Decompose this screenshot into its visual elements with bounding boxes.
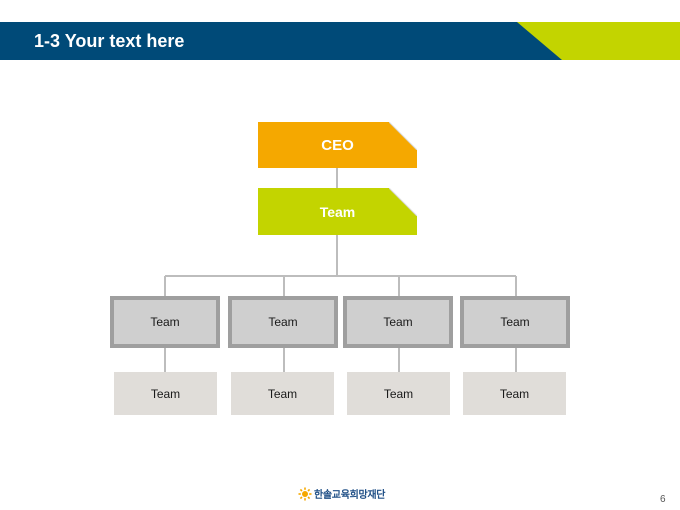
team-box: Team <box>343 296 453 348</box>
corner-fold-icon <box>389 122 417 150</box>
foundation-logo: 한솔교육희망재단 <box>298 486 386 501</box>
sub-team-label: Team <box>499 386 530 401</box>
slide-title: 1-3 Your text here <box>34 31 185 51</box>
team-box: Team <box>228 296 338 348</box>
sub-team-box: Team <box>231 372 334 415</box>
ceo-box: CEO <box>258 122 417 168</box>
lead-team-label: Team <box>319 203 356 220</box>
ceo-label: CEO <box>321 136 354 154</box>
lead-team-box: Team <box>258 188 417 235</box>
team-label: Team <box>150 315 180 329</box>
sub-team-box: Team <box>463 372 566 415</box>
sub-team-box: Team <box>114 372 217 415</box>
team-box: Team <box>460 296 570 348</box>
team-label: Team <box>268 315 298 329</box>
sun-logo-icon <box>298 487 312 500</box>
logo-text: 한솔교육희망재단 <box>314 490 386 501</box>
team-label: Team <box>500 315 530 329</box>
page-number: 6 <box>660 494 666 505</box>
corner-fold-icon <box>389 188 417 216</box>
header-bar <box>0 22 680 60</box>
sub-team-box: Team <box>347 372 450 415</box>
team-label: Team <box>383 315 413 329</box>
sub-team-label: Team <box>267 386 298 401</box>
sub-team-label: Team <box>383 386 414 401</box>
team-box: Team <box>110 296 220 348</box>
sub-team-label: Team <box>150 386 181 401</box>
